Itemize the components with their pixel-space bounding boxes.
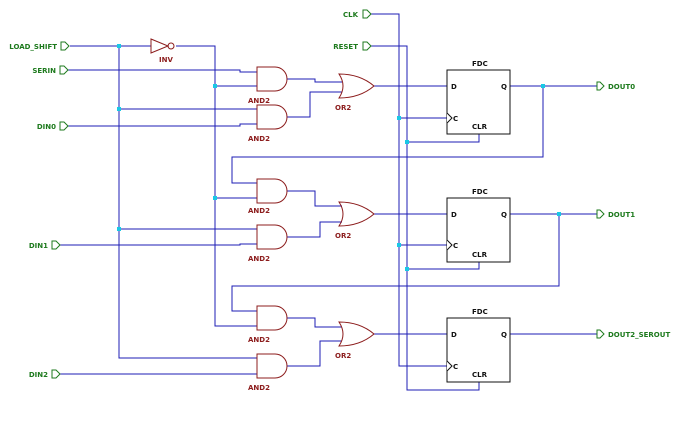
port-clk-label: CLK [343, 11, 359, 19]
port-dout0[interactable]: DOUT0 [596, 81, 635, 91]
port-dout1[interactable]: DOUT1 [596, 209, 635, 219]
and-gate-0a[interactable]: AND2 [248, 66, 288, 105]
port-dout2-serout-icon [596, 329, 605, 339]
port-dout2-serout[interactable]: DOUT2_SEROUT [596, 329, 670, 339]
and-gate-2a[interactable]: AND2 [248, 305, 288, 344]
pin-q-label: Q [501, 211, 507, 219]
pin-d-label: D [451, 83, 457, 91]
clock-input-icon [446, 112, 453, 124]
and-gate-label: AND2 [248, 135, 270, 143]
flip-flop-body [446, 197, 511, 263]
pin-q-label: Q [501, 331, 507, 339]
or-gate-body [338, 73, 375, 99]
and-gate-body [256, 224, 288, 250]
port-din2[interactable]: DIN2 [29, 369, 61, 379]
and-gate-2b[interactable]: AND2 [248, 353, 288, 392]
flip-flop-title: FDC [472, 188, 488, 196]
port-reset-label: RESET [333, 43, 358, 51]
clock-input-icon [446, 239, 453, 251]
and-gate-body [256, 66, 288, 92]
junction-dot [117, 227, 121, 231]
port-dout1-label: DOUT1 [608, 211, 635, 219]
port-din0[interactable]: DIN0 [37, 121, 69, 131]
port-din2-icon [51, 369, 61, 379]
pin-q-label: Q [501, 83, 507, 91]
junction-dot [405, 140, 409, 144]
port-din1-icon [51, 240, 61, 250]
junction-dot [117, 44, 121, 48]
port-dout0-label: DOUT0 [608, 83, 635, 91]
port-din1-label: DIN1 [29, 242, 48, 250]
port-din1[interactable]: DIN1 [29, 240, 61, 250]
pin-c-label: C [453, 242, 458, 250]
port-reset-icon [362, 41, 372, 51]
wires [60, 13, 597, 391]
flip-flop-title: FDC [472, 308, 488, 316]
and-gate-label: AND2 [248, 207, 270, 215]
port-load-shift[interactable]: LOAD_SHIFT [9, 41, 70, 51]
or-gate-2[interactable]: OR2 [335, 321, 375, 360]
pin-d-label: D [451, 211, 457, 219]
port-din0-label: DIN0 [37, 123, 56, 131]
flip-flop-2[interactable]: FDC D Q C CLR [446, 308, 511, 383]
and-gate-label: AND2 [248, 384, 270, 392]
and-gate-1a[interactable]: AND2 [248, 178, 288, 215]
and-gate-body [256, 353, 288, 379]
pin-c-label: C [453, 115, 458, 123]
port-serin[interactable]: SERIN [32, 65, 69, 75]
inverter-label: INV [159, 56, 173, 64]
port-din0-icon [59, 121, 69, 131]
inverter-symbol [150, 38, 170, 54]
port-din2-label: DIN2 [29, 371, 48, 379]
pin-d-label: D [451, 331, 457, 339]
and-gate-label: AND2 [248, 336, 270, 344]
pin-clr-label: CLR [472, 251, 488, 259]
port-serin-icon [59, 65, 69, 75]
clock-input-icon [446, 360, 453, 372]
junction-dot [213, 196, 217, 200]
flip-flop-body [446, 69, 511, 135]
or-gate-label: OR2 [335, 352, 351, 360]
and-gate-label: AND2 [248, 255, 270, 263]
or-gate-0[interactable]: OR2 [335, 73, 375, 112]
inverter[interactable]: INV [150, 38, 175, 64]
flip-flop-body [446, 317, 511, 383]
flip-flop-1[interactable]: FDC D Q C CLR [446, 188, 511, 263]
pin-clr-label: CLR [472, 371, 488, 379]
junction-dots [117, 44, 561, 271]
junction-dot [213, 84, 217, 88]
junction-dot [397, 116, 401, 120]
junction-dot [541, 84, 545, 88]
junction-dot [117, 107, 121, 111]
and-gate-body [256, 305, 288, 331]
port-serin-label: SERIN [32, 67, 56, 75]
pin-clr-label: CLR [472, 123, 488, 131]
or-gate-label: OR2 [335, 232, 351, 240]
junction-dot [405, 267, 409, 271]
port-dout1-icon [596, 209, 605, 219]
or-gate-1[interactable]: OR2 [335, 201, 375, 240]
port-load-shift-icon [60, 41, 70, 51]
port-clk[interactable]: CLK [343, 9, 372, 19]
flip-flop-title: FDC [472, 60, 488, 68]
junction-dot [557, 212, 561, 216]
pin-c-label: C [453, 363, 458, 371]
junction-dot [397, 243, 401, 247]
port-load-shift-label: LOAD_SHIFT [9, 43, 57, 51]
port-dout0-icon [596, 81, 605, 91]
port-dout2-serout-label: DOUT2_SEROUT [608, 331, 670, 339]
or-gate-label: OR2 [335, 104, 351, 112]
port-reset[interactable]: RESET [333, 41, 372, 51]
and-gate-label: AND2 [248, 97, 270, 105]
flip-flop-0[interactable]: FDC D Q C CLR [446, 60, 511, 135]
or-gate-body [338, 321, 375, 347]
port-clk-icon [362, 9, 372, 19]
inverter-bubble [167, 42, 175, 50]
and-gate-0b[interactable]: AND2 [248, 104, 288, 143]
and-gate-body [256, 104, 288, 130]
and-gate-body [256, 178, 288, 204]
and-gate-1b[interactable]: AND2 [248, 224, 288, 263]
or-gate-body [338, 201, 375, 227]
